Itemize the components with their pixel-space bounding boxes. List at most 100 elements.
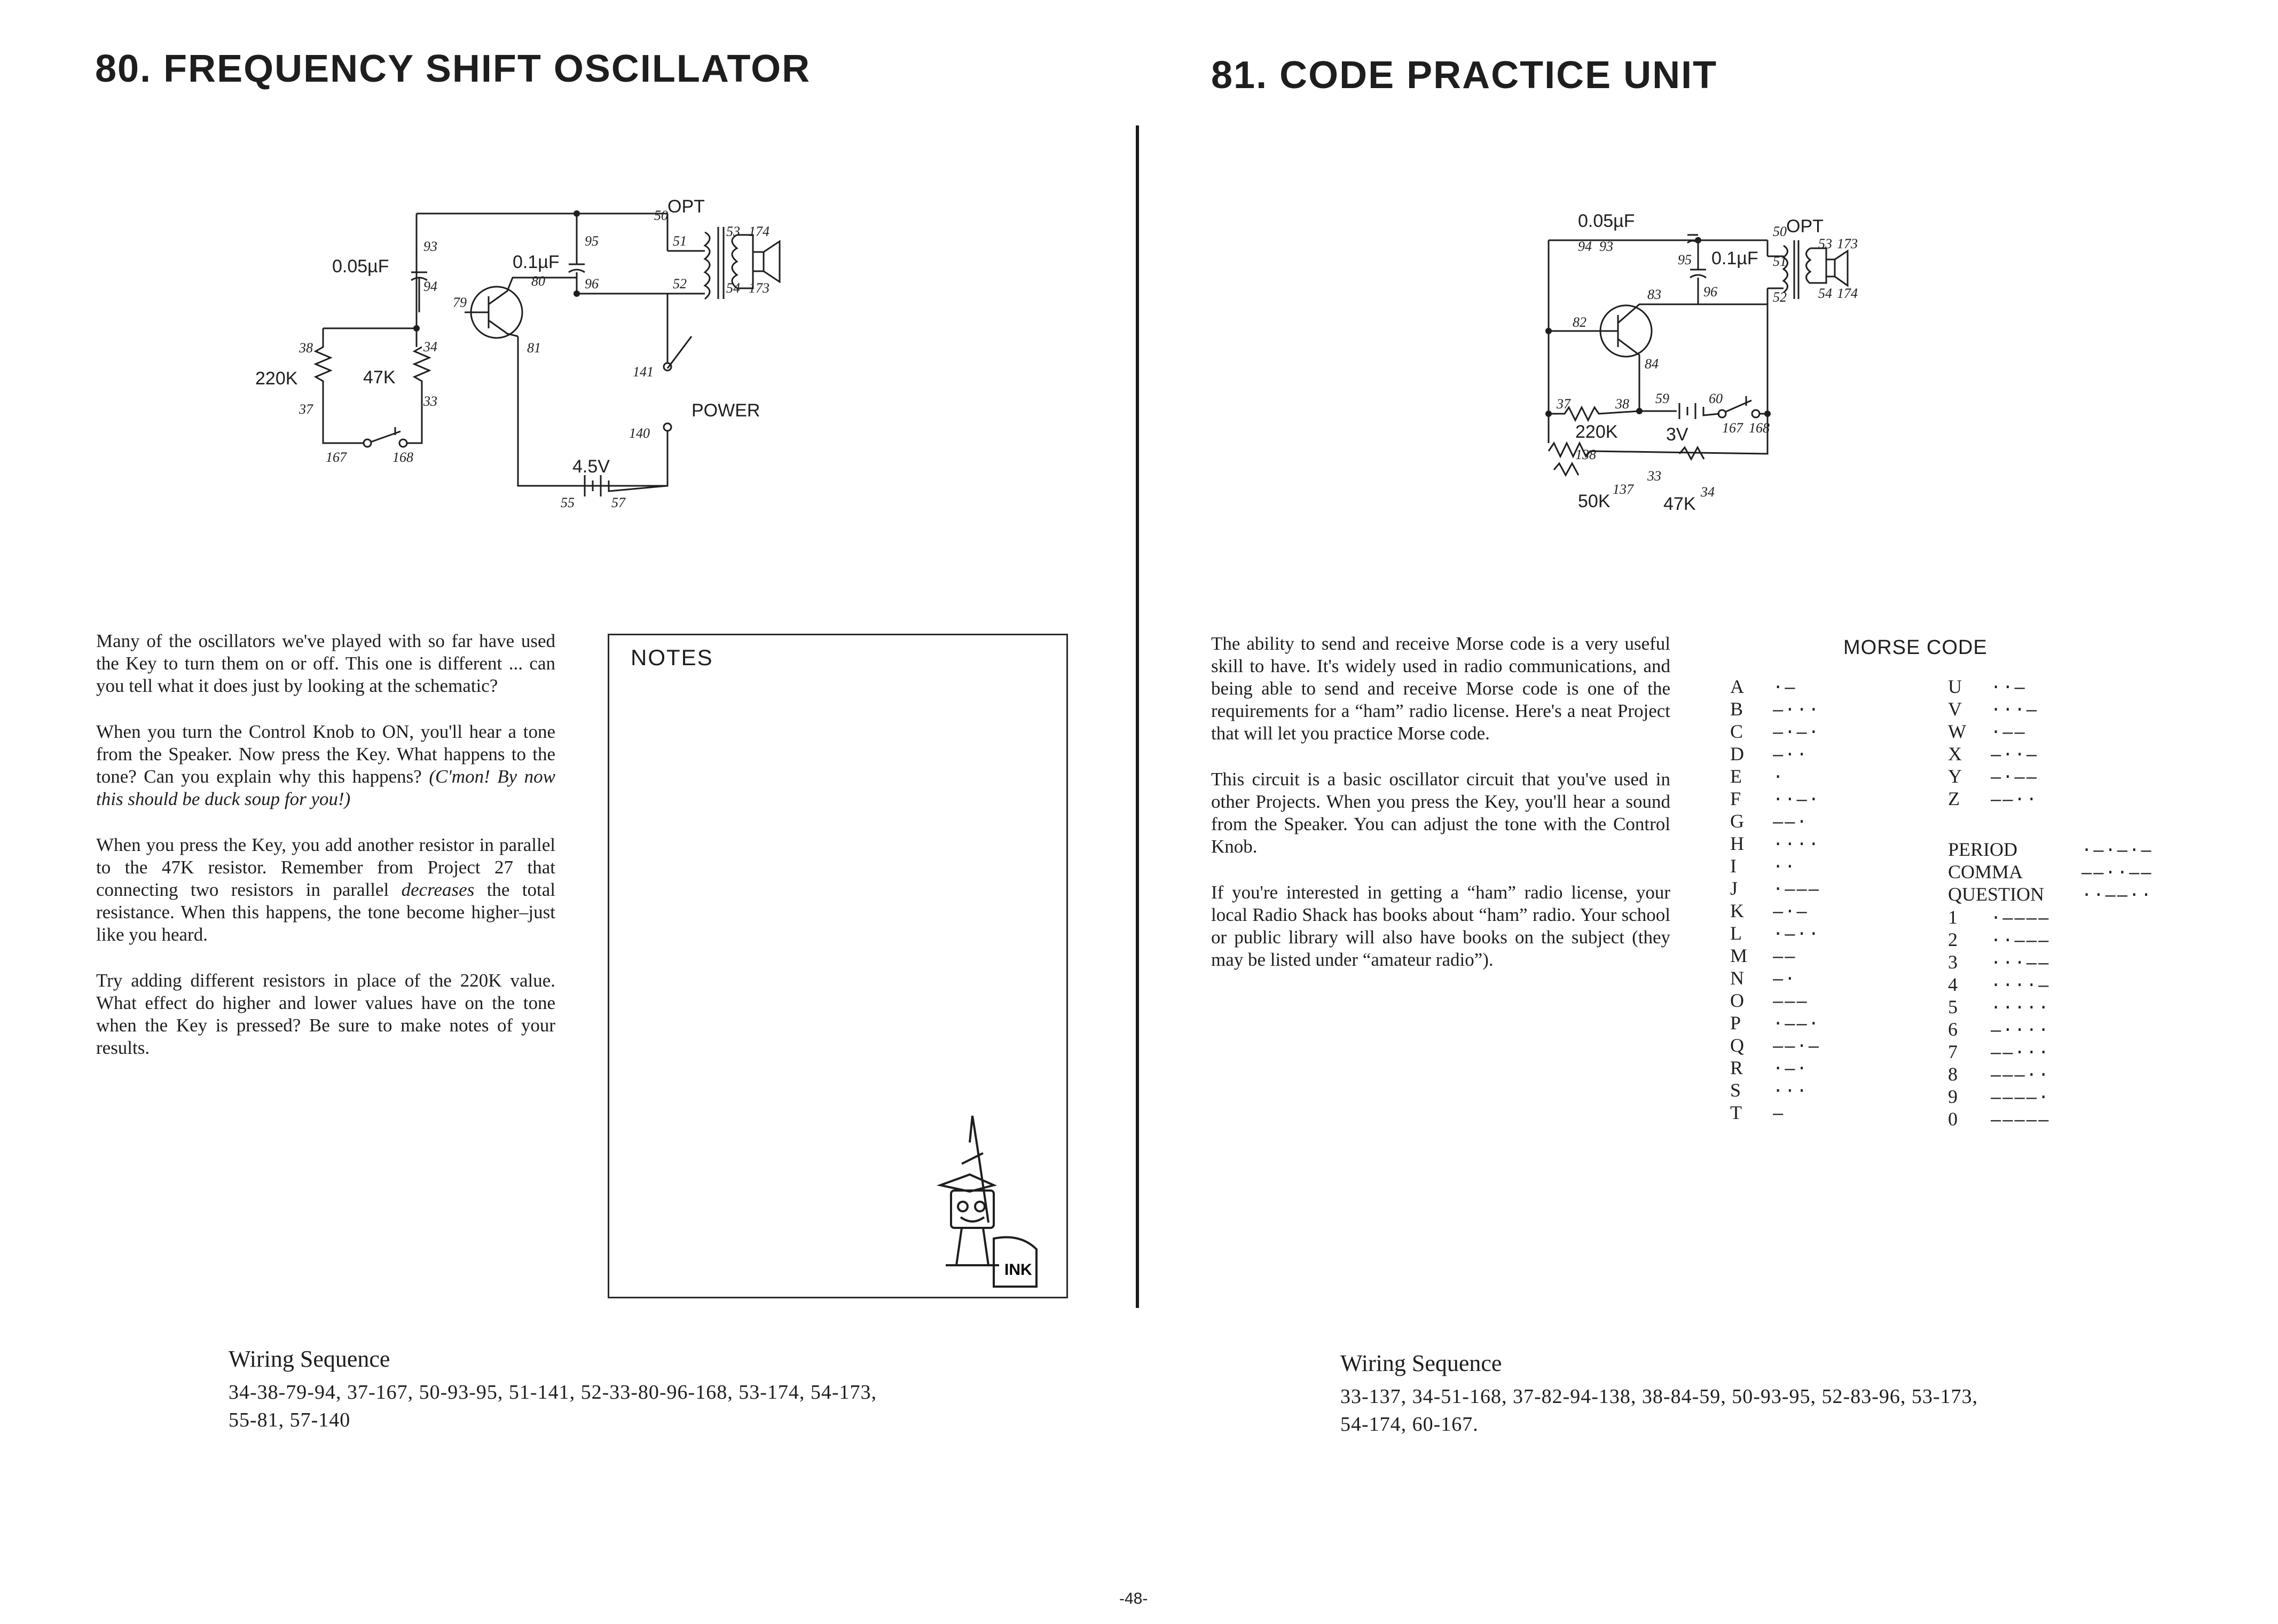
morse-row: Z––··	[1948, 787, 2038, 810]
morse-pattern: ––·	[1773, 811, 1809, 832]
pin: 173	[749, 280, 769, 296]
pin: 93	[1599, 239, 1613, 254]
morse-row: H····	[1730, 832, 1820, 855]
morse-row: L·–··	[1730, 922, 1820, 944]
notes-box: NOTES INK	[608, 634, 1068, 1298]
morse-pattern: ·–··	[1773, 924, 1821, 944]
morse-character: 3	[1948, 951, 1958, 973]
morse-row: G––·	[1730, 810, 1820, 832]
pin: 80	[531, 273, 545, 289]
morse-pattern: ···–	[1991, 699, 2039, 720]
pin: 167	[326, 450, 347, 465]
morse-character: Y	[1948, 766, 1962, 787]
wiring-line: 34-38-79-94, 37-167, 50-93-95, 51-141, 5…	[229, 1381, 877, 1404]
morse-pattern: ·––––	[1991, 908, 2051, 928]
pin: 33	[423, 393, 437, 409]
paragraph-italic: (C'mon! By now this should be duck soup …	[96, 766, 555, 809]
morse-character: 9	[1948, 1086, 1958, 1107]
morse-pattern: ···	[1773, 1081, 1809, 1101]
morse-digits: 1·––––2··–––3···––4····–5·····6–····7––·…	[1948, 906, 2050, 1130]
morse-row: D–··	[1730, 743, 1820, 765]
transformer-label: OPT	[1786, 216, 1824, 236]
morse-row: P·––·	[1730, 1012, 1820, 1034]
morse-row: J·–––	[1730, 877, 1820, 900]
morse-character: N	[1730, 967, 1744, 989]
pin: 93	[423, 239, 437, 254]
morse-pattern: ––··––	[2081, 862, 2153, 882]
morse-character: B	[1730, 698, 1743, 720]
cap-label-1: 0.05µF	[332, 256, 389, 277]
morse-pattern: –	[1773, 1103, 1785, 1123]
morse-row: U··–	[1948, 675, 2038, 698]
pin: 167	[1722, 420, 1743, 436]
morse-pattern: –···	[1773, 699, 1821, 720]
morse-row: S ···	[1730, 1079, 1820, 1101]
morse-row: X–··–	[1948, 743, 2038, 765]
pin: 38	[299, 340, 313, 356]
morse-character: E	[1730, 766, 1742, 787]
pin: 82	[1573, 314, 1586, 330]
morse-row: 3 ···––	[1948, 951, 2050, 973]
cap-label-2: 0.1µF	[513, 252, 560, 272]
morse-character: 1	[1948, 906, 1958, 928]
paragraph-text: the total resistance. When this happens,…	[96, 879, 556, 945]
morse-pattern: ··–·	[1773, 789, 1821, 809]
morse-row: 6–····	[1948, 1018, 2050, 1040]
morse-pattern: ····–	[1991, 975, 2051, 995]
morse-character: W	[1948, 721, 1966, 742]
morse-row: T–	[1730, 1101, 1820, 1124]
morse-pattern: ···––	[1991, 952, 2051, 973]
pin: 55	[561, 495, 575, 510]
morse-pattern: ––	[1773, 946, 1797, 966]
morse-pattern: –·–·	[1773, 722, 1821, 742]
power-switch-label: POWER	[692, 400, 760, 421]
morse-pattern: ··––··	[2081, 885, 2153, 905]
morse-row: 4 ····–	[1948, 973, 2050, 996]
paragraph-italic: decreases	[401, 879, 475, 900]
morse-row: 0–––––	[1948, 1108, 2050, 1130]
morse-row: Y–·––	[1948, 765, 2038, 787]
morse-pattern: –––··	[1991, 1065, 2051, 1085]
morse-pattern: ––··	[1991, 789, 2039, 809]
morse-row: R·–·	[1730, 1057, 1820, 1079]
schematic-code-practice-unit: 0.05µF 0.1µF 220K 47K 50K 3V OPT 94 93 9…	[1545, 211, 1858, 514]
battery-label: 3V	[1666, 424, 1688, 445]
page-divider	[1136, 125, 1139, 1308]
morse-row: W·––	[1948, 720, 2038, 743]
morse-character: P	[1730, 1012, 1741, 1034]
paragraph: Try adding different resistors in place …	[96, 970, 555, 1058]
morse-pattern: –··–	[1991, 744, 2039, 764]
pin: 137	[1613, 482, 1634, 497]
morse-pattern: ····	[1773, 834, 1821, 854]
morse-row: F··–·	[1730, 787, 1820, 810]
paragraph: If you're interested in getting a “ham” …	[1211, 882, 1670, 970]
cap-label-1: 0.05µF	[1578, 211, 1635, 231]
morse-row: Q––·–	[1730, 1034, 1820, 1057]
morse-character: V	[1948, 698, 1962, 720]
morse-row: M––	[1730, 944, 1820, 967]
morse-character: D	[1730, 743, 1744, 764]
mascot-illustration: INK	[936, 1115, 1038, 1288]
cap-label-2: 0.1µF	[1711, 248, 1758, 269]
wiring-sequence-80: 34-38-79-94, 37-167, 50-93-95, 51-141, 5…	[229, 1378, 976, 1434]
morse-character: S	[1730, 1079, 1741, 1101]
paragraph: Many of the oscillators we've played wit…	[96, 630, 555, 696]
schematic-frequency-shift-oscillator: 0.05µF 0.1µF 220K 47K 4.5V POWER OPT 50 …	[255, 196, 781, 510]
morse-pattern: ––·–	[1773, 1036, 1821, 1056]
morse-row: B –···	[1730, 698, 1820, 720]
morse-row: COMMA––··––	[1948, 861, 2153, 883]
ink-label: INK	[1004, 1261, 1032, 1279]
morse-pattern: –····	[1991, 1020, 2051, 1040]
morse-row: V ···–	[1948, 698, 2038, 720]
morse-letters-a-t: A·–B–···C–·–·D–··E·F··–·G––·H····I··J·––…	[1730, 675, 1820, 1124]
morse-code-title: MORSE CODE	[1843, 636, 1988, 659]
pin: 60	[1709, 391, 1723, 406]
pin: 53	[726, 224, 740, 239]
pin: 95	[1678, 252, 1692, 267]
wiring-line: 55-81, 57-140	[229, 1409, 351, 1431]
morse-pattern: ·····	[1991, 997, 2051, 1018]
morse-pattern: ·–·	[1773, 1058, 1809, 1078]
morse-character: 4	[1948, 974, 1958, 995]
pin: 52	[673, 276, 687, 291]
pin: 33	[1647, 468, 1661, 484]
